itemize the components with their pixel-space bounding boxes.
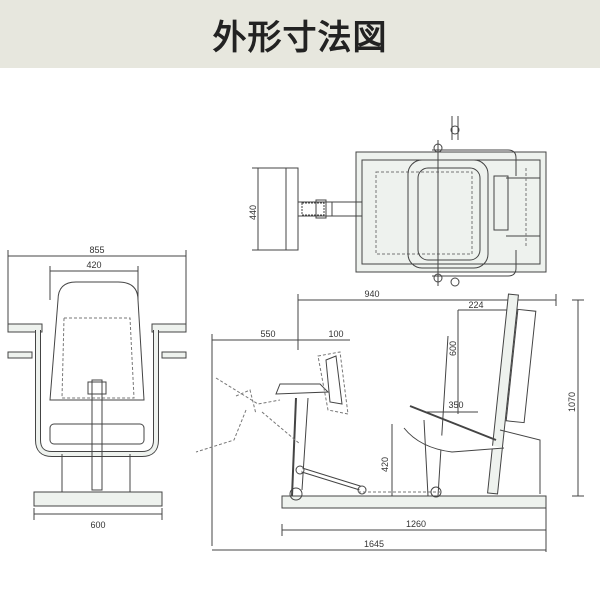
dim-side-350: 350: [448, 400, 463, 410]
dim-top-depth: 440: [248, 205, 258, 220]
dim-side-550: 550: [260, 329, 275, 339]
dim-side-940: 940: [364, 289, 379, 299]
dim-front-seat-width: 420: [86, 260, 101, 270]
dim-side-420: 420: [380, 457, 390, 472]
dim-side-base-length: 1260: [406, 519, 426, 529]
dim-side-100: 100: [328, 329, 343, 339]
dim-front-base-width: 600: [90, 520, 105, 530]
dim-side-height: 1070: [567, 392, 577, 412]
front-view: [7, 250, 187, 520]
dim-side-overall-length: 1645: [364, 539, 384, 549]
top-view: [252, 116, 547, 287]
dim-front-overall-width: 855: [89, 245, 104, 255]
page-title: 外形寸法図: [212, 18, 388, 58]
dim-side-600: 600: [448, 341, 458, 356]
title-banner: [0, 0, 600, 68]
dim-side-224: 224: [468, 300, 483, 310]
side-view: [195, 293, 584, 552]
